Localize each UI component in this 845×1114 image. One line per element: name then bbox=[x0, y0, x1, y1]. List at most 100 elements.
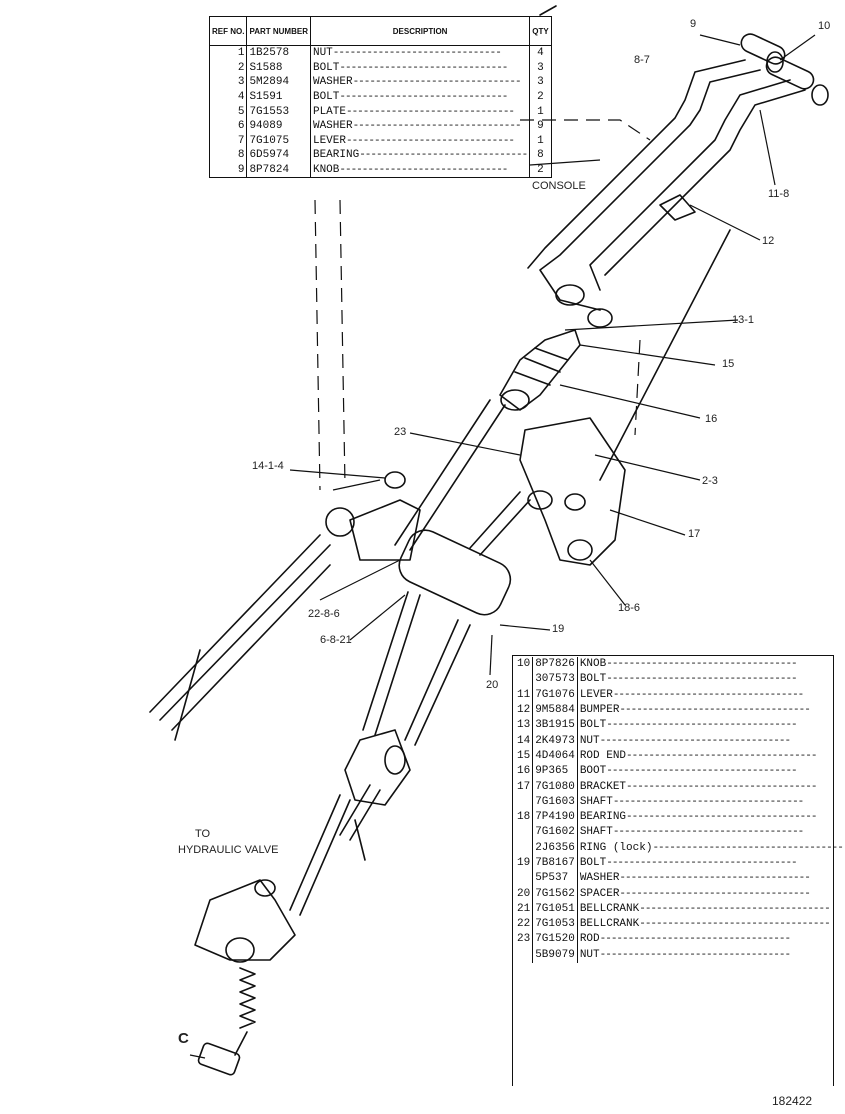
bottom-part-part-cell: 2K4973 bbox=[532, 733, 578, 749]
description-text: LEVER bbox=[579, 688, 613, 701]
bottom-part-description-cell: SHAFT---------------------------------- bbox=[576, 794, 845, 810]
callout-2-3: 2-3 bbox=[702, 475, 718, 487]
top-part-qty-cell: 9 bbox=[529, 118, 552, 134]
dot-leader: ------------------------------ bbox=[339, 164, 508, 177]
dot-leader: ---------------------------------- bbox=[626, 749, 817, 762]
dot-leader: ---------------------------------- bbox=[626, 811, 817, 824]
top-part-part-cell: 8P7824 bbox=[246, 162, 311, 178]
description-text: WASHER bbox=[312, 76, 353, 89]
top-part-part-cell: 7G1553 bbox=[246, 104, 311, 119]
dot-leader: ---------------------------------- bbox=[639, 918, 830, 931]
callout-8-7: 8-7 bbox=[634, 54, 650, 66]
bottom-part-ref-cell: 11 bbox=[517, 688, 531, 701]
dot-leader: ------------------------------ bbox=[339, 61, 508, 74]
bottom-part-ref-cell bbox=[515, 825, 533, 840]
top-part-ref-cell: 4 bbox=[208, 89, 248, 105]
bottom-part-part-cell: 7G1080 bbox=[532, 779, 578, 795]
description-text: BOLT bbox=[579, 857, 607, 869]
bottom-part-description-cell: BOLT---------------------------------- bbox=[576, 672, 845, 688]
bottom-part-part-cell: 7P4190 bbox=[532, 809, 578, 826]
bottom-part-part-cell: 7G1603 bbox=[532, 794, 578, 810]
bottom-part-ref-cell: 23 bbox=[517, 933, 531, 946]
dot-leader: ---------------------------------- bbox=[606, 658, 797, 671]
dot-leader: ---------------------------------- bbox=[612, 795, 804, 808]
top-part-part-cell: 5M2894 bbox=[246, 75, 311, 90]
top-part-qty-cell: 2 bbox=[529, 162, 552, 178]
bottom-part-part-cell: 8P7826 bbox=[532, 657, 578, 673]
bottom-part-description-cell: KNOB---------------------------------- bbox=[576, 657, 845, 673]
top-part-part-cell: 1B2578 bbox=[246, 45, 311, 61]
top-part-ref-cell: 5 bbox=[208, 104, 248, 119]
description-text: KNOB bbox=[579, 658, 607, 671]
top-part-description-cell: WASHER------------------------------ bbox=[309, 118, 531, 134]
dot-leader: ---------------------------------- bbox=[619, 704, 810, 717]
bottom-part-ref-cell: 22 bbox=[517, 918, 531, 931]
bottom-part-ref-cell: 21 bbox=[517, 902, 531, 915]
description-text: BUMPER bbox=[579, 704, 620, 717]
description-text: NUT bbox=[312, 47, 333, 60]
dot-leader: ---------------------------------- bbox=[626, 780, 817, 793]
description-text: SPACER bbox=[579, 887, 620, 900]
bottom-part-description-cell: NUT---------------------------------- bbox=[576, 947, 845, 963]
bottom-part-part-cell: 7G1562 bbox=[532, 886, 578, 902]
description-text: BOOT bbox=[579, 765, 607, 778]
bottom-part-part-cell: 7G1602 bbox=[532, 825, 578, 841]
top-part-ref-cell: 7 bbox=[208, 133, 248, 149]
bottom-part-part-cell: 307573 bbox=[532, 672, 578, 688]
callout-15: 15 bbox=[722, 358, 735, 370]
callout-6-8-21: 6-8-21 bbox=[320, 634, 352, 646]
dot-leader: ---------------------------------- bbox=[639, 902, 830, 915]
dot-leader: ------------------------------ bbox=[352, 76, 522, 89]
description-text: PLATE bbox=[312, 105, 346, 118]
dot-leader: ---------------------------------- bbox=[619, 872, 810, 885]
description-text: BOLT bbox=[312, 91, 340, 104]
description-text: BOLT bbox=[312, 61, 340, 74]
top-part-description-cell: KNOB------------------------------ bbox=[309, 162, 531, 178]
top-part-part-cell: S1591 bbox=[246, 89, 311, 105]
callout-c: C bbox=[178, 1030, 189, 1047]
description-text: SHAFT bbox=[579, 826, 613, 839]
description-text: KNOB bbox=[312, 164, 340, 177]
top-part-description-cell: NUT------------------------------ bbox=[309, 45, 531, 61]
hydraulic-label-to: TO bbox=[195, 828, 211, 840]
bottom-part-description-cell: ROD END---------------------------------… bbox=[576, 748, 845, 765]
bottom-part-description-cell: SHAFT---------------------------------- bbox=[576, 825, 845, 841]
bottom-part-part-cell: 5B9079 bbox=[532, 947, 578, 963]
callout-19: 19 bbox=[552, 623, 565, 635]
top-part-description-cell: BOLT------------------------------ bbox=[309, 60, 531, 76]
bottom-part-ref-cell: 18 bbox=[517, 811, 531, 824]
bottom-part-ref-cell: 12 bbox=[517, 704, 531, 717]
bottom-part-ref-cell bbox=[515, 795, 533, 810]
top-part-description-cell: BOLT------------------------------ bbox=[309, 89, 531, 105]
dot-leader: ---------------------------------- bbox=[599, 933, 791, 946]
callout-9: 9 bbox=[690, 18, 697, 30]
description-text: BRACKET bbox=[579, 780, 627, 793]
top-part-ref-cell: 8 bbox=[208, 148, 248, 163]
bottom-part-ref-cell bbox=[515, 948, 533, 963]
header-description: DESCRIPTION bbox=[309, 16, 531, 46]
bottom-part-description-cell: ROD---------------------------------- bbox=[576, 932, 845, 948]
description-text: WASHER bbox=[312, 120, 353, 133]
bottom-part-description-cell: SPACER---------------------------------- bbox=[576, 886, 845, 902]
callout-14-1-4: 14-1-4 bbox=[252, 460, 284, 472]
dot-leader: ------------------------------ bbox=[345, 134, 515, 147]
bottom-part-ref-cell: 20 bbox=[517, 887, 531, 900]
description-text: WASHER bbox=[579, 872, 620, 885]
dot-leader: ---------------------------------- bbox=[606, 719, 797, 732]
bottom-part-description-cell: BOLT---------------------------------- bbox=[576, 718, 845, 734]
dot-leader: ---------------------------------- bbox=[612, 826, 804, 839]
